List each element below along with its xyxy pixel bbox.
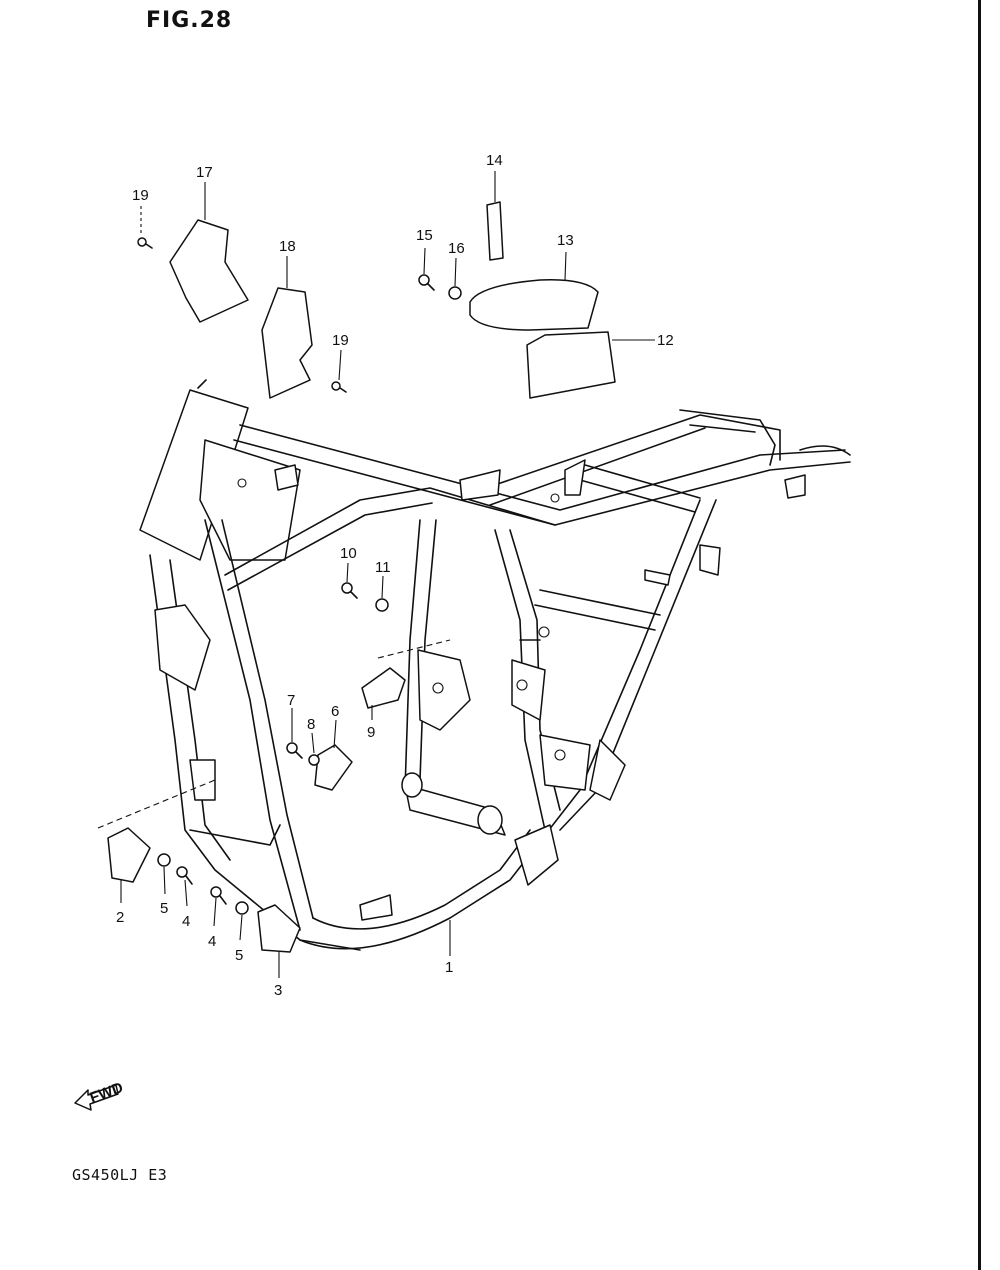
battery-holder-12 — [526, 331, 616, 399]
callout-15: 15 — [416, 227, 433, 244]
bolt-4a — [176, 866, 193, 885]
callout-9: 9 — [367, 724, 375, 741]
callout-5b: 5 — [235, 947, 243, 964]
figure-title: FIG.28 — [146, 8, 233, 33]
callout-16: 16 — [448, 240, 465, 257]
bracket-plate-2 — [107, 827, 151, 883]
callout-11: 11 — [375, 559, 391, 576]
callout-12: 12 — [657, 332, 674, 349]
callout-14: 14 — [486, 152, 503, 169]
leader-lines — [97, 171, 655, 978]
model-code: GS450LJ E3 — [72, 1166, 168, 1184]
callout-7: 7 — [287, 692, 295, 709]
screw-19a — [137, 237, 153, 249]
callout-10: 10 — [340, 545, 357, 562]
callout-13: 13 — [557, 232, 574, 249]
pad-13 — [469, 279, 599, 331]
callout-19a: 19 — [132, 187, 149, 204]
cover-plate-17 — [169, 219, 249, 323]
callout-labels: 1 2 3 4 4 5 5 6 7 8 9 10 11 12 13 14 15 … — [116, 152, 674, 999]
bracket-plate-3 — [257, 904, 301, 953]
nut-11 — [375, 598, 389, 612]
callout-3: 3 — [274, 982, 282, 999]
frame-body — [139, 379, 851, 951]
callout-4a: 4 — [182, 913, 190, 930]
cover-plate-18 — [261, 287, 313, 399]
callout-19b: 19 — [332, 332, 349, 349]
nut-5a — [157, 853, 171, 867]
callout-1: 1 — [445, 959, 453, 976]
bracket-plate-9 — [361, 667, 406, 709]
callout-8: 8 — [307, 716, 315, 733]
bolt-7 — [286, 742, 303, 759]
nut-8 — [308, 754, 320, 766]
bolt-10 — [341, 582, 358, 599]
callout-2: 2 — [116, 909, 124, 926]
band-14 — [486, 201, 504, 261]
bolt-4b — [210, 886, 227, 905]
screw-19b — [331, 381, 347, 393]
fwd-label: FWD — [88, 1079, 126, 1107]
page-edge-line — [978, 0, 981, 1270]
forward-arrow-icon: FWD — [74, 1079, 126, 1111]
callout-18: 18 — [279, 238, 296, 255]
bracket-plate-6 — [314, 744, 353, 791]
callout-17: 17 — [196, 164, 213, 181]
callout-5a: 5 — [160, 900, 168, 917]
bolt-15 — [418, 274, 435, 291]
nut-16 — [448, 286, 462, 300]
callout-4b: 4 — [208, 933, 216, 950]
callout-6: 6 — [331, 703, 339, 720]
nut-5b — [235, 901, 249, 915]
